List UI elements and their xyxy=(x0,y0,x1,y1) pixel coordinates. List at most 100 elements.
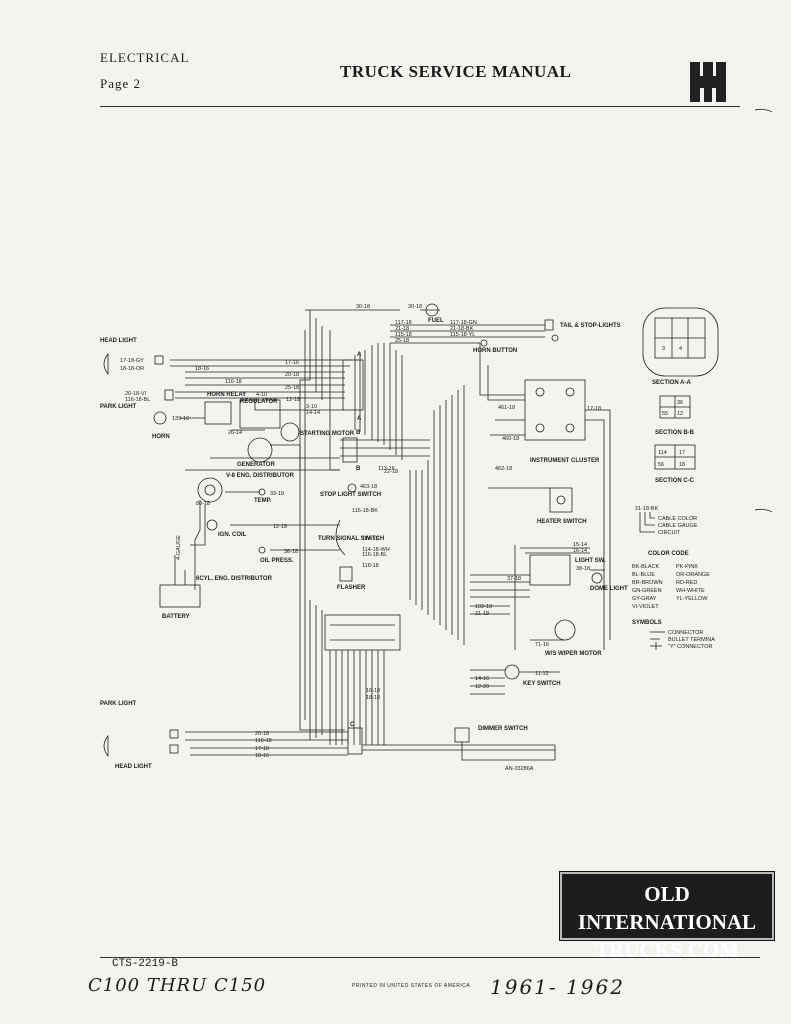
wire-label: 14-14 xyxy=(306,410,320,416)
horn-label: HORN xyxy=(152,434,170,440)
light-sw-label: LIGHT SW. xyxy=(575,558,606,564)
wire-label: 80-18 xyxy=(196,501,210,507)
wire-label: 4-10 xyxy=(256,392,267,398)
wire-label: 18-18 xyxy=(366,695,380,701)
header-left: ELECTRICAL Page 2 xyxy=(100,50,189,102)
wire-label: 17-18-GY xyxy=(120,358,144,364)
cable-legend-gauge: CABLE GAUGE xyxy=(658,523,698,529)
wire-label: 25-18 xyxy=(395,338,409,344)
dome-light-label: DOME LIGHT xyxy=(590,586,628,592)
section-c-cell-2: 17 xyxy=(679,450,685,456)
wire-label: 17-16 xyxy=(285,360,299,366)
footer-rule xyxy=(100,957,760,958)
watermark-line-1: OLD INTERNATIONAL xyxy=(577,882,757,934)
color-code-right-2: RD-RED xyxy=(676,580,697,586)
diagram-number: AN-33286A xyxy=(505,766,534,772)
wire-label: 37-18 xyxy=(507,576,521,582)
flasher-label: FLASHER xyxy=(337,585,366,591)
park-light-left-label: PARK LIGHT xyxy=(100,404,137,410)
wire-label: 33-18 xyxy=(270,491,284,497)
form-number: CTS-2219-B xyxy=(112,958,179,970)
wire-label: 20-18 xyxy=(255,731,269,737)
horn-button-label: HORN BUTTON xyxy=(473,348,517,354)
wire-label: 114-18-WH xyxy=(362,547,390,553)
wire-label: 4-GAUGE xyxy=(176,535,182,560)
stop-light-switch-label: STOP LIGHT SWITCH xyxy=(320,492,381,498)
wire-label: 461-18 xyxy=(498,405,515,411)
page-number: Page 2 xyxy=(100,76,142,91)
instrument-cluster-label: INSTRUMENT CLUSTER xyxy=(530,458,600,464)
printed-notice: PRINTED IN UNITED STATES OF AMERICA xyxy=(352,983,471,989)
starting-motor-label: STARTING MOTOR xyxy=(300,431,355,437)
wire-label: 36-18 xyxy=(284,549,298,555)
wire-label: 11-12 xyxy=(535,671,549,677)
color-code-right-1: OR-ORANGE xyxy=(676,572,710,578)
wire-label: 12-20 xyxy=(475,684,489,690)
color-code-left-2: BR-BROWN xyxy=(632,580,663,586)
wire-label: 16-18 xyxy=(366,688,380,694)
temp-label: TEMP. xyxy=(254,498,272,504)
section-a-cell-1: 3 xyxy=(662,346,665,352)
wire-label: 15-14 xyxy=(573,542,587,548)
wire-label: 17-18 xyxy=(255,746,269,752)
wire-label: 38-18 xyxy=(576,566,590,572)
wire-label: 113-16 xyxy=(378,466,395,472)
page-title: TRUCK SERVICE MANUAL xyxy=(340,62,572,81)
fuel-label: FUEL xyxy=(428,318,444,324)
wire-label: 30-18 xyxy=(408,304,422,310)
park-light-right-label: PARK LIGHT xyxy=(100,701,137,707)
wire-label: 115-18-YL xyxy=(450,332,475,338)
wire-label: 26-14 xyxy=(228,430,242,436)
section-b-cell-3: 12 xyxy=(677,411,683,417)
wire-label: 139-16 xyxy=(172,416,189,422)
wire-label: 463-18 xyxy=(360,484,377,490)
generator-label: GENERATOR xyxy=(237,462,275,468)
wire-label: 115-18 xyxy=(395,332,412,338)
handwritten-models: C100 THRU C150 xyxy=(88,975,267,996)
oil-press-label: OIL PRESS. xyxy=(260,558,294,564)
wire-label: 3-10 xyxy=(306,404,317,410)
color-code-left-1: BL-BLUE xyxy=(632,572,655,578)
battery-label: BATTERY xyxy=(162,614,190,620)
wire-label: 114-18 xyxy=(362,536,379,542)
wire-label: 21-18 xyxy=(475,611,489,617)
dimmer-switch-label: DIMMER SWITCH xyxy=(478,726,528,732)
color-code-right-3: WH-WHITE xyxy=(676,588,705,594)
wire-label: 17-18 xyxy=(587,406,601,412)
distributor-v8-label: V-8 ENG. DISTRIBUTOR xyxy=(226,473,295,479)
symbols-title: SYMBOLS xyxy=(632,620,662,626)
wire-label: 18-16 xyxy=(255,753,269,759)
section-a-label: SECTION A-A xyxy=(652,380,691,386)
header-rule xyxy=(100,106,740,107)
color-code-left-5: VI-VIOLET xyxy=(632,604,659,610)
wire-label: 21-18 xyxy=(395,326,409,332)
symbol-connector: CONNECTOR xyxy=(668,630,703,636)
wire-label: 20-18 xyxy=(285,372,299,378)
wire-label: 118-18 xyxy=(362,563,379,569)
watermark-line-2: TRUCKS.COM xyxy=(594,938,740,962)
wire-label: 116-18-BL xyxy=(362,552,387,558)
turn-signal-switch-label: TURN SIGNAL SWITCH xyxy=(318,536,384,542)
section-c-cell-4: 18 xyxy=(679,462,685,468)
wire-label: 18-16 xyxy=(195,366,209,372)
wire-label: 30-18 xyxy=(356,304,370,310)
color-code-right-4: YL-YELLOW xyxy=(676,596,708,602)
connector-c-top: C xyxy=(350,722,355,728)
section-c-label: SECTION C-C xyxy=(655,478,695,484)
horn-relay-label: HORN RELAY xyxy=(207,392,246,398)
color-code-left-0: BK-BLACK xyxy=(632,564,660,570)
wire-label: 12-18 xyxy=(273,524,287,530)
wire-label: 21-18-BK xyxy=(450,326,474,332)
watermark-badge: OLD INTERNATIONAL TRUCKS.COM xyxy=(560,872,774,962)
head-light-left-label: HEAD LIGHT xyxy=(100,338,137,344)
cable-legend-color: CABLE COLOR xyxy=(658,516,697,522)
cable-legend-example: 21-18-BK xyxy=(635,506,659,512)
wire-label: 462-18 xyxy=(495,466,512,472)
connector-b-top: B xyxy=(356,430,361,436)
wire-label: 22-18 xyxy=(384,469,398,475)
section-a-cell-2: 4 xyxy=(679,346,682,352)
cable-legend-circuit: CIRCUIT xyxy=(658,530,681,536)
symbol-bullet-terminal: BULLET TERMINA xyxy=(668,637,715,643)
wire-label: 25-18 xyxy=(285,385,299,391)
